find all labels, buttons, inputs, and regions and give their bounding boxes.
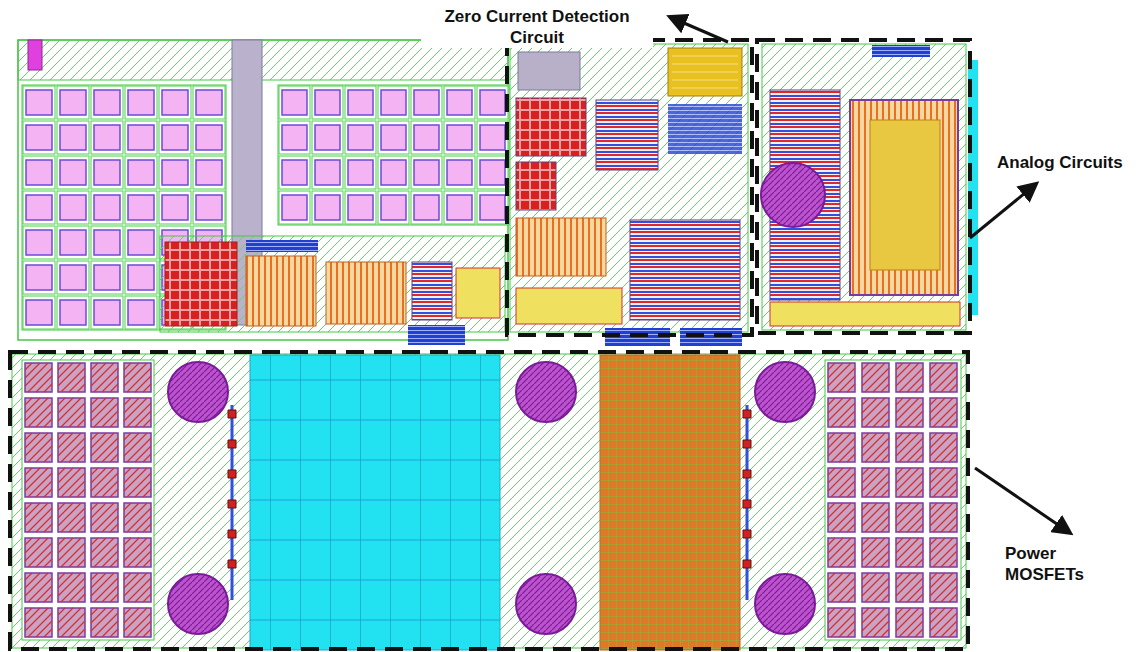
power-mosfet-array-part: [168, 574, 228, 634]
analog-circuitry: [761, 44, 978, 330]
zcd-circuitry-part: [596, 100, 658, 170]
analog-circuitry-part: [761, 163, 825, 227]
label-holder: Analog Circuits: [995, 152, 1141, 173]
zcd-circuitry-part: [518, 52, 580, 90]
analog-circuitry-part: [762, 44, 966, 330]
control-circuitry-part: [326, 262, 406, 324]
region-outline-part: [757, 40, 970, 333]
power-mosfet-array-part: [825, 360, 961, 640]
power-mosfet-array-part: [228, 410, 751, 568]
power-mosfet-array-part: [755, 362, 815, 422]
leader-arrow: [670, 17, 1070, 533]
bus-bars-part: [408, 325, 465, 345]
zcd-circuitry-part: [516, 162, 556, 210]
region-label: Analog Circuits: [995, 152, 1125, 173]
zcd-circuitry-part: [668, 104, 742, 154]
control-circuitry-part: [246, 256, 316, 326]
zcd-circuitry-part: [510, 44, 748, 332]
power-mosfet-array-part: [600, 355, 740, 650]
control-circuitry-part: [456, 268, 500, 318]
zcd-circuitry-part: [516, 98, 586, 156]
region-outline-part: [10, 352, 968, 649]
label-holder: Power MOSFETs: [1003, 543, 1139, 585]
label-holder: Zero Current Detection Circuit: [421, 6, 653, 48]
control-circuitry-part: [165, 242, 237, 326]
region-label: Power MOSFETs: [1003, 543, 1139, 585]
power-mosfet-array-part: [516, 362, 576, 422]
zcd-circuitry: [510, 44, 748, 332]
control-circuitry: [160, 236, 505, 332]
zcd-circuitry-part: [516, 218, 606, 276]
region-label: Zero Current Detection Circuit: [421, 6, 653, 48]
power-mosfet-array-part: [168, 362, 228, 422]
pad-array-block-part: [278, 85, 509, 225]
power-mosfet-array-part: [250, 355, 500, 650]
control-circuitry-part: [412, 262, 452, 320]
leader-arrow-part: [670, 17, 728, 42]
pad-array-block-part: [28, 40, 42, 70]
region-outline: [10, 40, 970, 649]
pad-array-block-part: [18, 40, 508, 340]
analog-circuitry-part: [850, 100, 958, 295]
zcd-circuitry-part: [630, 220, 740, 320]
power-mosfet-array: [12, 354, 966, 650]
zcd-circuitry-part: [668, 48, 742, 96]
power-mosfet-array-part: [755, 574, 815, 634]
power-mosfet-array-part: [22, 360, 154, 640]
power-mosfet-array-part: [516, 574, 576, 634]
analog-circuitry-part: [872, 45, 930, 57]
zcd-circuitry-part: [672, 56, 738, 88]
power-mosfet-array-part: [232, 405, 747, 600]
control-circuitry-part: [160, 236, 505, 332]
leader-arrow-part: [975, 468, 1070, 533]
region-outline-part: [507, 40, 752, 335]
leader-arrow-part: [970, 184, 1036, 238]
zcd-circuitry-part: [516, 288, 622, 324]
analog-circuitry-part: [770, 302, 960, 326]
control-circuitry-part: [246, 240, 318, 252]
analog-circuitry-part: [870, 120, 940, 270]
pad-array-block: [18, 40, 509, 340]
